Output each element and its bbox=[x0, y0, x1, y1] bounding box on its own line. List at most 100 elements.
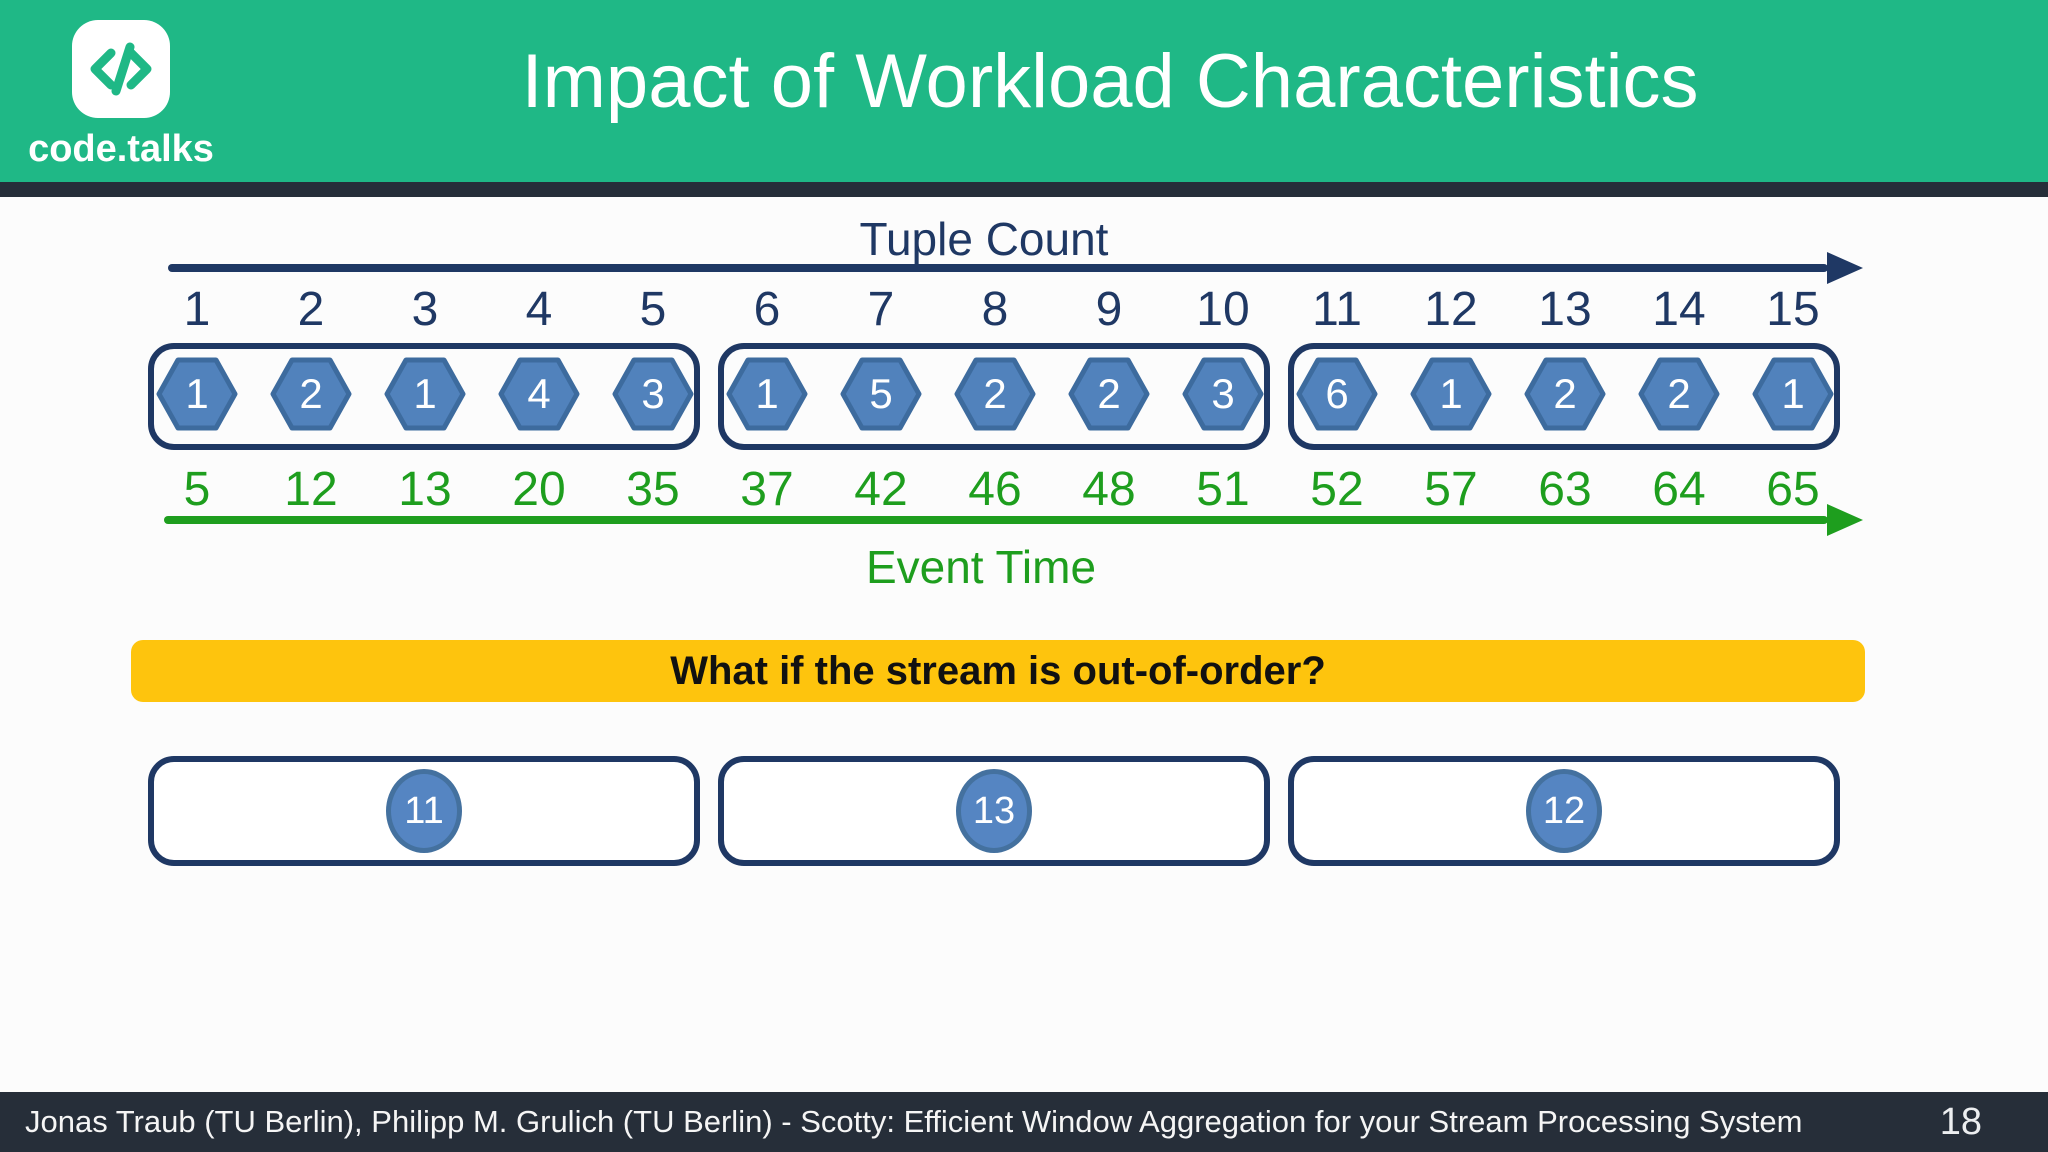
hexagon-value: 1 bbox=[755, 370, 779, 417]
out-of-order-window: 13 bbox=[718, 756, 1270, 866]
header-bar: code.talks Impact of Workload Characteri… bbox=[0, 0, 2048, 182]
tuple-hexagon: 1 bbox=[726, 356, 808, 432]
event-time-arrow bbox=[164, 516, 1828, 524]
hexagon-icon bbox=[1410, 357, 1492, 431]
hexagon-value: 2 bbox=[1667, 370, 1691, 417]
circle-value: 11 bbox=[404, 789, 444, 832]
tuple-count-tick: 11 bbox=[1312, 283, 1362, 336]
event-time-tick: 37 bbox=[740, 463, 794, 516]
question-banner-text: What if the stream is out-of-order? bbox=[670, 648, 1326, 693]
event-time-tick: 64 bbox=[1652, 463, 1706, 516]
hexagon-value: 2 bbox=[1553, 370, 1577, 417]
event-time-tick: 51 bbox=[1196, 463, 1250, 516]
hexagon-value: 2 bbox=[1097, 370, 1121, 417]
hexagon-value: 1 bbox=[1781, 370, 1805, 417]
tuple-hexagon: 2 bbox=[954, 356, 1036, 432]
hexagon-value: 4 bbox=[527, 370, 551, 417]
tuple-count-tick: 10 bbox=[1196, 283, 1250, 336]
hexagon-icon bbox=[726, 357, 808, 431]
out-of-order-window: 11 bbox=[148, 756, 700, 866]
hexagon-value: 1 bbox=[1439, 370, 1463, 417]
tuple-count-tick: 5 bbox=[639, 283, 667, 336]
tuple-count-tick: 8 bbox=[981, 283, 1009, 336]
event-time-tick: 42 bbox=[854, 463, 908, 516]
out-of-order-tuple-circle: 12 bbox=[1526, 769, 1602, 853]
hexagon-icon bbox=[1296, 357, 1378, 431]
tuple-hexagon: 5 bbox=[840, 356, 922, 432]
code-talks-logo bbox=[72, 20, 170, 118]
hexagon-icon bbox=[384, 357, 466, 431]
tuple-count-tick: 3 bbox=[411, 283, 439, 336]
tuple-count-tick: 7 bbox=[867, 283, 895, 336]
hexagon-icon bbox=[156, 357, 238, 431]
logo-wordmark: code.talks bbox=[28, 128, 214, 170]
event-time-tick: 52 bbox=[1310, 463, 1364, 516]
hexagon-icon bbox=[612, 357, 694, 431]
event-time-tick: 12 bbox=[284, 463, 338, 516]
circle-value: 12 bbox=[1542, 789, 1586, 832]
hexagon-value: 2 bbox=[983, 370, 1007, 417]
footer-bar: Jonas Traub (TU Berlin), Philipp M. Grul… bbox=[0, 1092, 2048, 1152]
event-time-tick: 63 bbox=[1538, 463, 1592, 516]
hexagon-icon bbox=[1068, 357, 1150, 431]
hexagon-value: 3 bbox=[1211, 370, 1235, 417]
footer-credits: Jonas Traub (TU Berlin), Philipp M. Grul… bbox=[25, 1104, 1803, 1139]
tuple-count-tick: 4 bbox=[525, 283, 553, 336]
stream-window bbox=[1288, 343, 1840, 450]
tuple-hexagon: 3 bbox=[612, 356, 694, 432]
tuple-hexagon: 1 bbox=[384, 356, 466, 432]
event-time-tick: 65 bbox=[1766, 463, 1820, 516]
code-icon bbox=[90, 42, 152, 96]
event-time-tick: 48 bbox=[1082, 463, 1136, 516]
hexagon-icon bbox=[840, 357, 922, 431]
tuple-count-tick: 13 bbox=[1538, 283, 1592, 336]
event-time-tick: 46 bbox=[968, 463, 1022, 516]
tuple-count-tick: 12 bbox=[1424, 283, 1478, 336]
tuple-hexagon: 6 bbox=[1296, 356, 1378, 432]
circle-value: 13 bbox=[972, 789, 1016, 832]
event-time-tick: 13 bbox=[398, 463, 452, 516]
hexagon-icon bbox=[498, 357, 580, 431]
stream-window bbox=[718, 343, 1270, 450]
out-of-order-tuple-circle: 13 bbox=[956, 769, 1032, 853]
tuple-count-tick: 15 bbox=[1766, 283, 1820, 336]
event-time-tick: 35 bbox=[626, 463, 680, 516]
tuple-hexagon: 1 bbox=[1752, 356, 1834, 432]
hexagon-value: 1 bbox=[185, 370, 209, 417]
tuple-count-arrow bbox=[168, 264, 1828, 272]
tuple-hexagon: 2 bbox=[1638, 356, 1720, 432]
hexagon-icon bbox=[1638, 357, 1720, 431]
slide-title: Impact of Workload Characteristics bbox=[521, 39, 1699, 124]
hexagon-value: 2 bbox=[299, 370, 323, 417]
tuple-count-tick: 2 bbox=[297, 283, 325, 336]
hexagon-value: 1 bbox=[413, 370, 437, 417]
hexagon-icon bbox=[1524, 357, 1606, 431]
hexagon-icon bbox=[270, 357, 352, 431]
tuple-count-tick: 14 bbox=[1652, 283, 1706, 336]
hexagon-value: 3 bbox=[641, 370, 665, 417]
page-number: 18 bbox=[1939, 1100, 1982, 1143]
event-time-tick: 5 bbox=[183, 463, 211, 516]
hexagon-value: 5 bbox=[869, 370, 893, 417]
tuple-hexagon: 2 bbox=[1068, 356, 1150, 432]
tuple-hexagon: 2 bbox=[270, 356, 352, 432]
tuple-count-tick: 1 bbox=[183, 283, 211, 336]
out-of-order-tuple-circle: 11 bbox=[386, 769, 462, 853]
tuple-hexagon: 2 bbox=[1524, 356, 1606, 432]
tuple-hexagon: 3 bbox=[1182, 356, 1264, 432]
tuple-count-tick: 9 bbox=[1095, 283, 1123, 336]
hexagon-icon bbox=[1182, 357, 1264, 431]
hexagon-icon bbox=[954, 357, 1036, 431]
stream-window bbox=[148, 343, 700, 450]
header-divider bbox=[0, 182, 2048, 197]
tuple-hexagon: 1 bbox=[1410, 356, 1492, 432]
out-of-order-window: 12 bbox=[1288, 756, 1840, 866]
tuple-hexagon: 4 bbox=[498, 356, 580, 432]
event-time-tick: 20 bbox=[512, 463, 566, 516]
tuple-hexagon: 1 bbox=[156, 356, 238, 432]
tuple-count-axis-label: Tuple Count bbox=[859, 213, 1109, 265]
event-time-axis-label: Event Time bbox=[865, 541, 1097, 593]
tuple-count-tick: 6 bbox=[753, 283, 781, 336]
tuple-count-arrowhead-icon bbox=[1827, 252, 1863, 284]
